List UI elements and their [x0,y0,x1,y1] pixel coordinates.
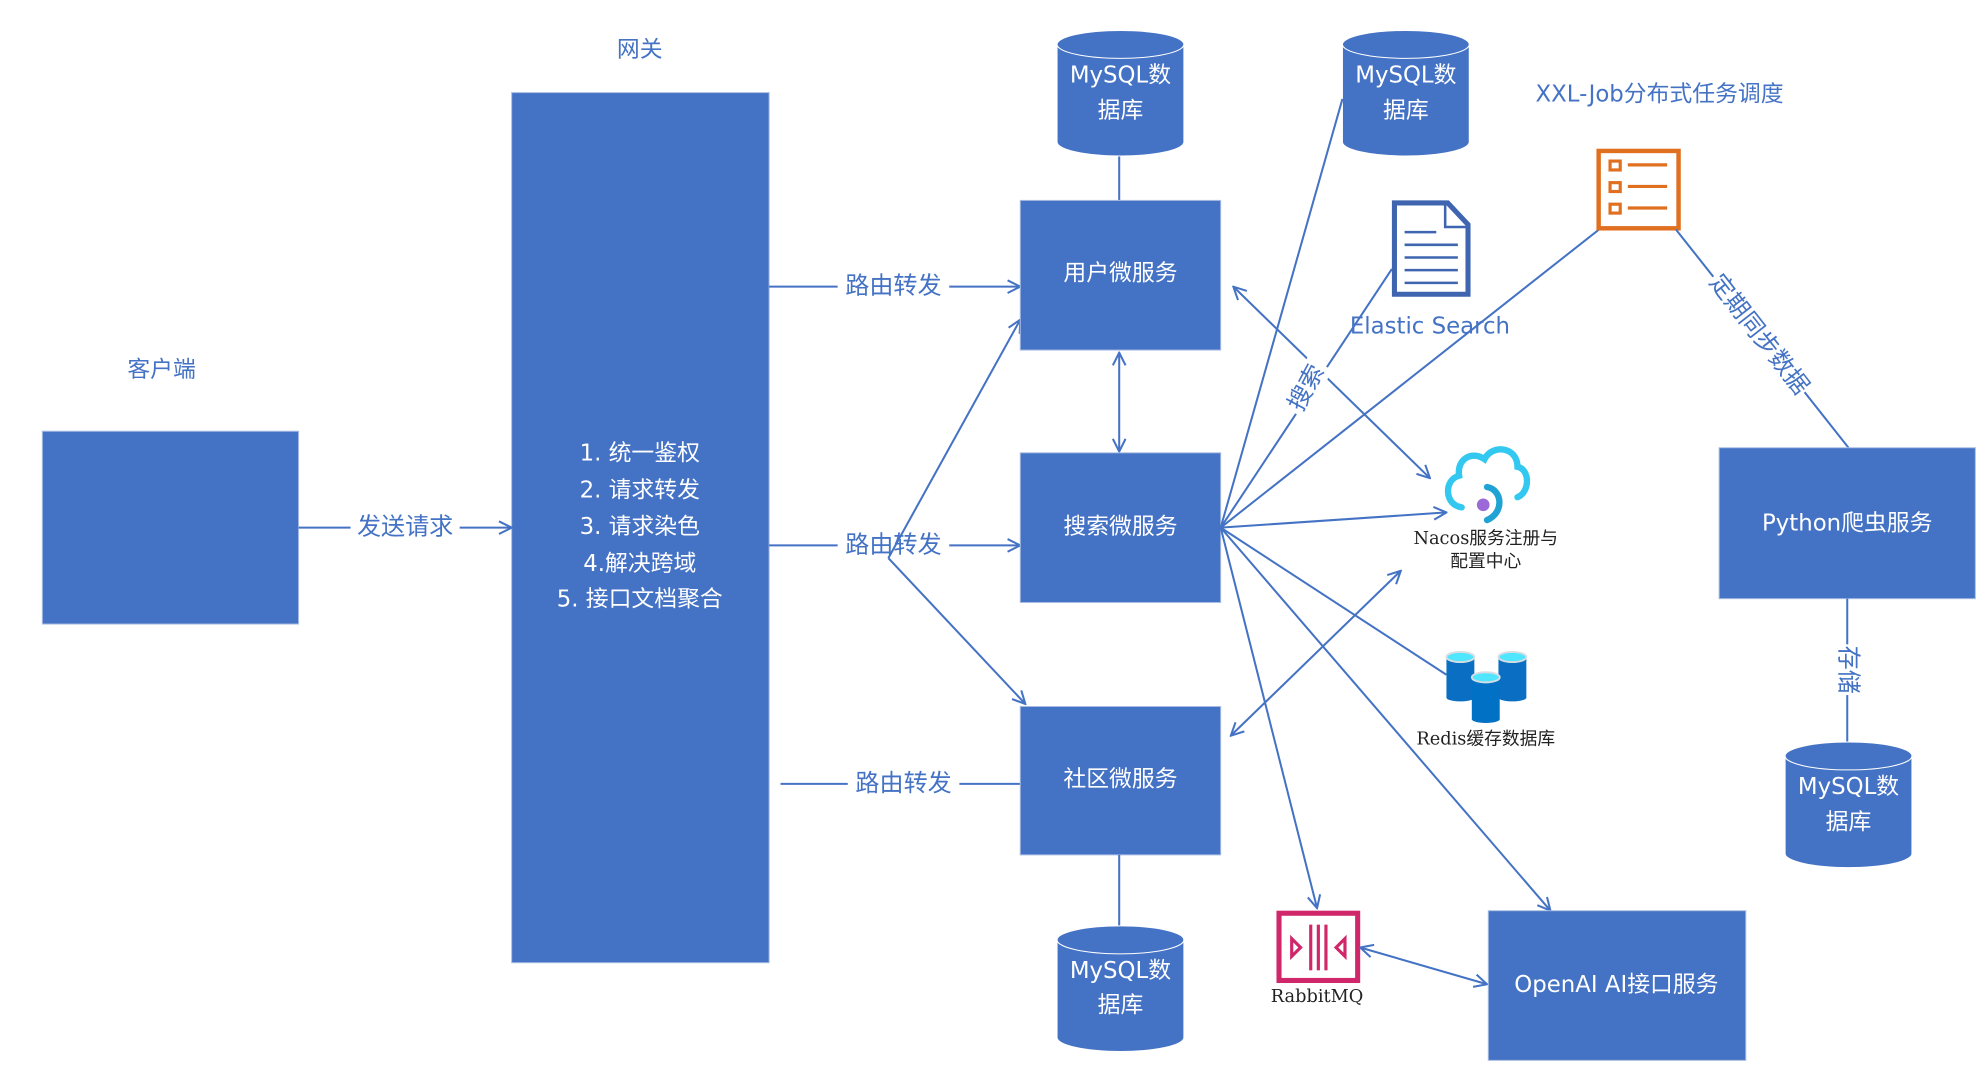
label-bg [837,530,950,561]
sync-edge-label: 定期同步数据 [1704,269,1815,400]
gateway-box[interactable] [511,92,770,964]
fork-edge-user [887,320,1020,559]
gateway-feature: 3. 请求染色 [580,514,700,540]
search-to-redis-edge [1220,526,1447,676]
document-icon [1391,200,1471,297]
database-cluster-icon [1445,650,1528,723]
xxljob-label: XXL-Job分布式任务调度 [1535,82,1783,108]
db-label: MySQL数 [1798,774,1899,800]
mysql-community-db[interactable]: MySQL数 据库 [1056,925,1185,1052]
openai-service-label: OpenAI AI接口服务 [1514,972,1718,998]
label-bg [837,271,950,302]
python-crawler-box[interactable] [1718,447,1976,600]
client-label: 客户端 [127,357,195,383]
user-nacos-edge [1233,287,1430,479]
db-label: MySQL数 [1070,63,1171,89]
queue-icon [1276,910,1361,983]
store-edge-label-group: 存储 [1833,644,1862,696]
community-service-box[interactable] [1019,705,1222,856]
sync-edge-label-group: 定期同步数据 [1701,267,1816,403]
db-label: 据库 [1383,98,1429,124]
redis-node[interactable]: Redis缓存数据库 [1416,650,1555,750]
rabbitmq-openai-edge [1360,947,1487,984]
db-label: 据库 [1098,98,1144,124]
client-box[interactable] [41,430,300,625]
elasticsearch-label: Elastic Search [1350,314,1510,340]
gateway-label: 网关 [617,37,663,63]
nacos-node[interactable]: Nacos服务注册与 配置中心 [1413,446,1558,572]
send-request-label: 发送请求 [357,513,453,541]
route-label-search: 路由转发 [845,530,941,558]
rabbitmq-label: RabbitMQ [1271,987,1364,1007]
search-to-nacos-edge [1220,512,1447,529]
gateway-feature: 1. 统一鉴权 [580,441,701,467]
route-label-community: 路由转发 [855,769,951,797]
redis-label: Redis缓存数据库 [1416,728,1555,749]
db-label: MySQL数 [1070,958,1171,984]
user-service-label: 用户微服务 [1063,260,1177,286]
community-nacos-edge [1231,571,1401,736]
search-edge-label-group: 搜索 [1281,356,1333,420]
python-crawler-label: Python爬虫服务 [1762,510,1932,536]
label-bg [350,512,460,543]
openai-service-box[interactable] [1487,910,1747,1061]
xxljob-node[interactable] [1596,148,1681,231]
db-label: 据库 [1098,992,1144,1018]
search-service-box[interactable] [1019,452,1222,603]
gateway-feature-list: 1. 统一鉴权 2. 请求转发 3. 请求染色 4.解决跨域 5. 接口文档聚合 [557,441,723,613]
store-edge-label: 存储 [1834,646,1862,694]
db-label: 据库 [1826,810,1872,836]
fork-edge-community [887,557,1025,704]
mysql-search-db[interactable]: MySQL数 据库 [1341,29,1470,157]
search-to-mysql-edge [1219,98,1344,528]
route-label-user: 路由转发 [845,272,941,300]
rabbitmq-node[interactable]: RabbitMQ [1271,910,1364,1007]
mysql-python-db[interactable]: MySQL数 据库 [1784,741,1913,869]
db-label: MySQL数 [1355,63,1456,89]
nacos-label-line1: Nacos服务注册与 [1413,528,1558,549]
cloud-icon [1444,446,1531,524]
gateway-feature: 5. 接口文档聚合 [557,586,723,612]
label-bg [847,768,960,800]
elasticsearch-node[interactable]: Elastic Search [1350,200,1510,340]
community-service-label: 社区微服务 [1063,767,1177,793]
user-service-box[interactable] [1019,199,1222,351]
mysql-user-db[interactable]: MySQL数 据库 [1056,29,1185,157]
gateway-feature: 4.解决跨域 [583,551,696,577]
nacos-label-line2: 配置中心 [1450,551,1521,572]
gateway-feature: 2. 请求转发 [580,477,700,503]
search-service-label: 搜索微服务 [1063,514,1177,540]
